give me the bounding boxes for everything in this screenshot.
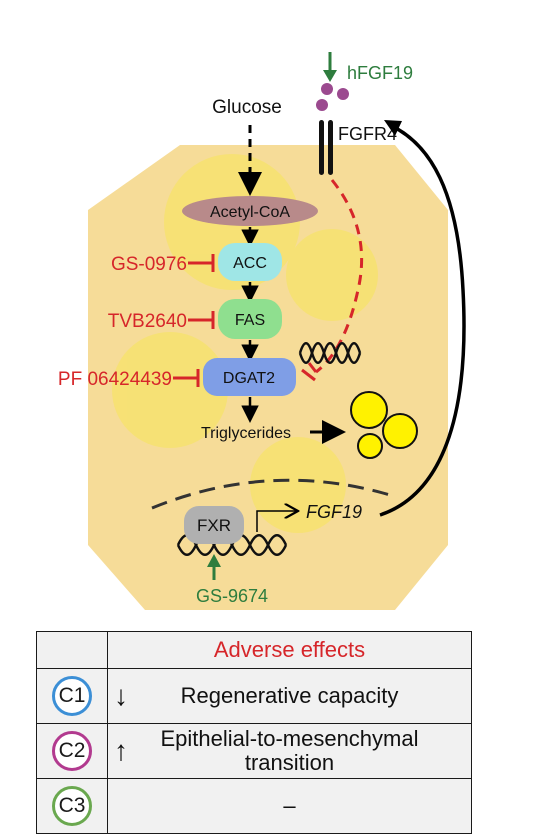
pf06424439-label: PF 06424439 — [58, 369, 172, 390]
decrease-arrow-icon: ↓ — [114, 680, 128, 711]
dgat2-label: DGAT2 — [223, 370, 275, 387]
table-row: C2 ↑ Epithelial-to-mesenchymal transitio… — [36, 723, 472, 779]
gs9674-arrowhead — [207, 554, 221, 567]
inhibitor-pf06424439 — [173, 369, 200, 387]
fgfr4-label: FGFR4 — [338, 124, 397, 144]
fgfr4-inhibit-bar — [301, 362, 318, 382]
table-row: C3 – — [36, 778, 472, 834]
fgfr4-receptor — [319, 120, 333, 175]
dna-upper — [298, 342, 362, 364]
adverse-effects-header: Adverse effects — [107, 631, 472, 669]
inhibitor-tvb2640 — [188, 311, 215, 329]
gs9674-label: GS-9674 — [196, 586, 268, 606]
glucose-label: Glucose — [212, 97, 282, 118]
acc-label: ACC — [233, 255, 267, 272]
acc-node — [218, 243, 282, 281]
hfgf19-arrowhead — [323, 70, 337, 82]
table-header-row: Adverse effects — [36, 631, 472, 669]
gs0976-label: GS-0976 — [111, 254, 187, 275]
table-row: C1 ↓ Regenerative capacity — [36, 668, 472, 724]
feedback-arrowhead — [384, 120, 402, 136]
acetyl-coa-label: Acetyl-CoA — [210, 204, 290, 221]
fgf19-ligand — [316, 83, 349, 111]
fas-label: FAS — [235, 312, 265, 329]
effect-c3: – — [107, 778, 472, 834]
fas-node — [218, 299, 282, 339]
c3-circle: C3 — [52, 786, 92, 826]
fxr-node — [184, 506, 244, 544]
effect-c1: Regenerative capacity — [180, 683, 399, 708]
tvb2640-label: TVB2640 — [108, 311, 187, 332]
c1-circle: C1 — [52, 676, 92, 716]
triglycerides-label: Triglycerides — [201, 425, 291, 442]
acetyl-coa-node — [182, 196, 318, 226]
effect-c2: Epithelial-to-mesenchymal transition — [160, 726, 419, 775]
lipid-droplets — [350, 391, 418, 459]
dgat2-node — [203, 358, 296, 396]
increase-arrow-icon: ↑ — [114, 735, 128, 766]
pathway-diagram: Glucose Acetyl-CoA ACC FAS DGAT2 Triglyc… — [58, 52, 466, 610]
inhibitor-gs0976 — [188, 254, 215, 272]
fgf19-gene-label: FGF19 — [306, 502, 362, 522]
transcription-arrow — [256, 511, 298, 532]
fgf19-feedback-loop — [379, 124, 466, 517]
hfgf19-label: hFGF19 — [347, 63, 413, 83]
fxr-label: FXR — [197, 516, 231, 535]
c2-circle: C2 — [52, 731, 92, 771]
nucleus-membrane — [151, 478, 391, 510]
header-empty-cell — [36, 631, 108, 669]
adverse-effects-table: Adverse effects C1 ↓ Regenerative capaci… — [36, 631, 472, 834]
